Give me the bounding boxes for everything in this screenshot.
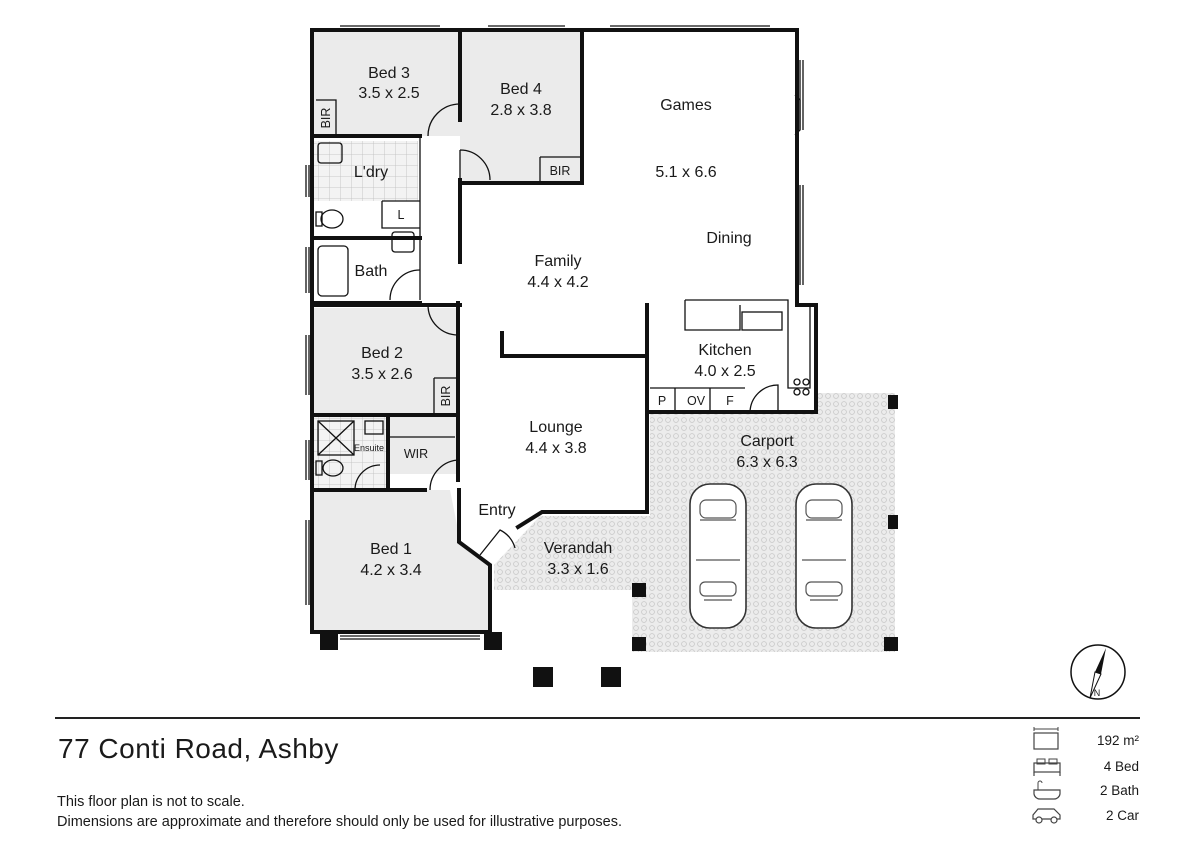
compass-icon: N bbox=[1070, 644, 1126, 700]
entry-name: Entry bbox=[478, 502, 515, 519]
car-icon bbox=[1032, 808, 1061, 824]
family-dims: 4.4 x 4.2 bbox=[527, 274, 588, 291]
disclaimer-line-2: Dimensions are approximate and therefore… bbox=[57, 814, 623, 830]
laundry-fill bbox=[314, 141, 418, 201]
lounge-dims: 4.4 x 3.8 bbox=[525, 440, 586, 457]
verandah-name: Verandah bbox=[544, 540, 613, 557]
room-labels: Bed 3 3.5 x 2.5 Bed 4 2.8 x 3.8 Games 5.… bbox=[351, 65, 797, 579]
floor-plan: N Bed 3 3.5 x 2.5 Bed 4 2.8 x 3.8 Games … bbox=[305, 25, 1126, 700]
wir-name: WIR bbox=[404, 447, 428, 461]
bed3-bir-label: BIR bbox=[319, 108, 333, 129]
bed2-dims: 3.5 x 2.6 bbox=[351, 366, 412, 383]
kitchen-name: Kitchen bbox=[698, 342, 751, 359]
bed1-fill bbox=[314, 490, 490, 632]
bath-stat: 2 Bath bbox=[1099, 783, 1139, 798]
walls bbox=[310, 28, 818, 634]
verandah-paving bbox=[494, 516, 645, 590]
ensuite-name: Ensuite bbox=[354, 443, 384, 453]
wir-fill bbox=[390, 417, 457, 474]
carport-paving bbox=[632, 393, 895, 652]
family-name: Family bbox=[534, 253, 581, 270]
kitchen-dims: 4.0 x 2.5 bbox=[694, 363, 755, 380]
laundry-name: L'dry bbox=[354, 164, 388, 181]
dining-name: Dining bbox=[706, 230, 751, 247]
fridge-label: F bbox=[726, 394, 734, 408]
area-icon bbox=[1033, 727, 1059, 750]
bed2-bir-label: BIR bbox=[439, 386, 453, 407]
bed4-name: Bed 4 bbox=[500, 81, 542, 98]
fixture-labels: BIR BIR BIR L P OV F bbox=[319, 108, 734, 408]
lounge-name: Lounge bbox=[529, 419, 582, 436]
pantry-label: P bbox=[658, 394, 666, 408]
car-stat: 2 Car bbox=[1105, 808, 1139, 823]
bed2-fill bbox=[314, 308, 457, 414]
bed1-dims: 4.2 x 3.4 bbox=[360, 562, 421, 579]
property-address: 77 Conti Road, Ashby bbox=[58, 733, 339, 764]
bed1-name: Bed 1 bbox=[370, 541, 412, 558]
linen-label: L bbox=[398, 208, 405, 222]
carport-name: Carport bbox=[740, 433, 794, 450]
bed3-fill bbox=[314, 31, 460, 136]
games-dims: 5.1 x 6.6 bbox=[655, 164, 716, 181]
fixtures bbox=[315, 142, 811, 477]
bed4-fill bbox=[460, 31, 582, 181]
oven-label: OV bbox=[687, 394, 706, 408]
doors bbox=[354, 103, 779, 556]
bed4-bir-label: BIR bbox=[550, 164, 571, 178]
carport-dims: 6.3 x 6.3 bbox=[736, 454, 797, 471]
bath-icon bbox=[1033, 780, 1061, 800]
disclaimer-line-1: This floor plan is not to scale. bbox=[57, 794, 245, 810]
compass-n-label: N bbox=[1094, 688, 1101, 698]
bed3-name: Bed 3 bbox=[368, 65, 410, 82]
bed2-name: Bed 2 bbox=[361, 345, 403, 362]
games-name: Games bbox=[660, 97, 712, 114]
bath-name: Bath bbox=[355, 263, 388, 280]
verandah-dims: 3.3 x 1.6 bbox=[547, 561, 608, 578]
footer-divider bbox=[55, 717, 1140, 719]
car-1-icon bbox=[689, 483, 747, 629]
bed3-dims: 3.5 x 2.5 bbox=[358, 85, 419, 102]
bed-icon bbox=[1033, 758, 1061, 776]
bed-stat: 4 Bed bbox=[1103, 759, 1139, 774]
car-2-icon bbox=[795, 483, 853, 629]
bed4-dims: 2.8 x 3.8 bbox=[490, 102, 551, 119]
posts bbox=[320, 395, 898, 687]
area-stat: 192 m² bbox=[1096, 733, 1139, 748]
windows bbox=[305, 25, 804, 640]
